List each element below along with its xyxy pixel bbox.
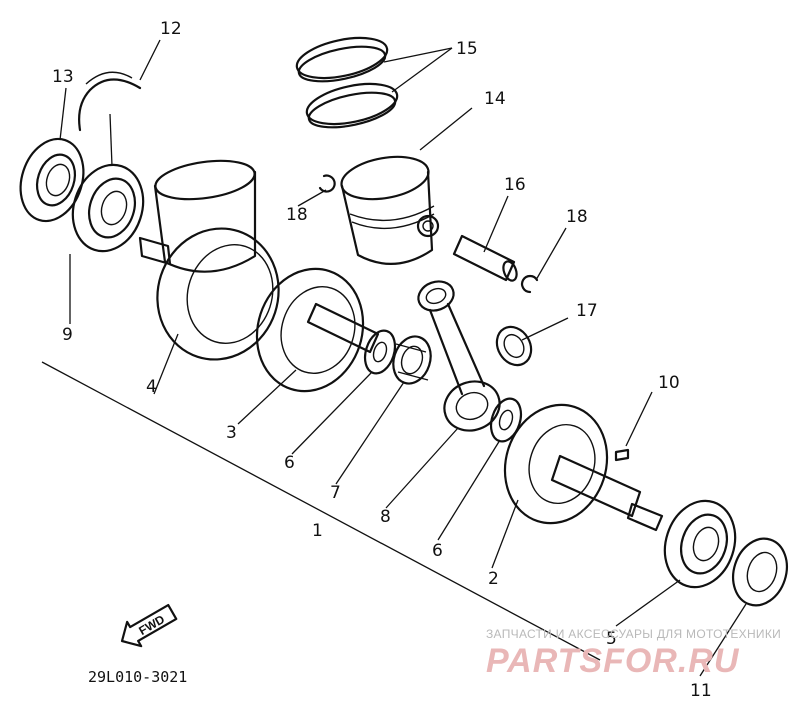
piston-pin [452,234,518,282]
watermark-brand: PARTSFOR.RU [486,642,740,680]
circlip [78,78,142,132]
crank-half-left [138,159,280,361]
callout-6-left: 6 [284,453,295,473]
callout-7: 7 [330,483,341,503]
callout-4: 4 [146,377,157,397]
oil-seal-right [732,537,788,607]
callout-9: 9 [62,325,73,345]
big-end-bearing [392,335,432,385]
callout-13: 13 [52,67,74,87]
watermark-tagline: ЗАПЧАСТИ И АКСЕССУАРЫ ДЛЯ МОТОТЕХНИКИ [486,627,781,641]
main-bearing-left [71,163,145,253]
diagram-reference-code: 29L010-3021 [88,668,187,686]
callout-18-right: 18 [566,207,588,227]
callout-14: 14 [484,89,506,109]
fwd-arrow-icon: FWD [120,603,178,648]
piston-pin-clip-left [318,174,336,193]
leader-lines [59,39,747,677]
crankshaft-assembly-bracket [41,361,601,661]
callout-5: 5 [606,629,617,649]
small-end-bearing [495,325,533,367]
callout-11: 11 [690,681,712,701]
callout-8: 8 [380,507,391,527]
crank-half-right-shaft [503,403,664,532]
piston-ring-set [295,36,399,129]
callout-16: 16 [504,175,526,195]
oil-seal-left [19,137,85,223]
callout-3: 3 [226,423,237,443]
main-bearing-right [663,499,737,589]
woodruff-key [614,448,630,462]
callout-12: 12 [160,19,182,39]
callout-15: 15 [456,39,478,59]
thrust-washer-right [489,397,523,443]
piston [340,155,440,265]
connecting-rod [417,280,501,432]
callout-17: 17 [576,301,598,321]
callout-10: 10 [658,373,680,393]
piston-pin-clip-right [521,274,539,294]
callout-18-left: 18 [286,205,308,225]
crank-half-right [255,267,380,393]
callout-6-right: 6 [432,541,443,561]
watermark: ЗАПЧАСТИ И АКСЕССУАРЫ ДЛЯ МОТОТЕХНИКИ PA… [486,627,781,680]
callout-1: 1 [312,521,323,541]
callout-2: 2 [488,569,499,589]
